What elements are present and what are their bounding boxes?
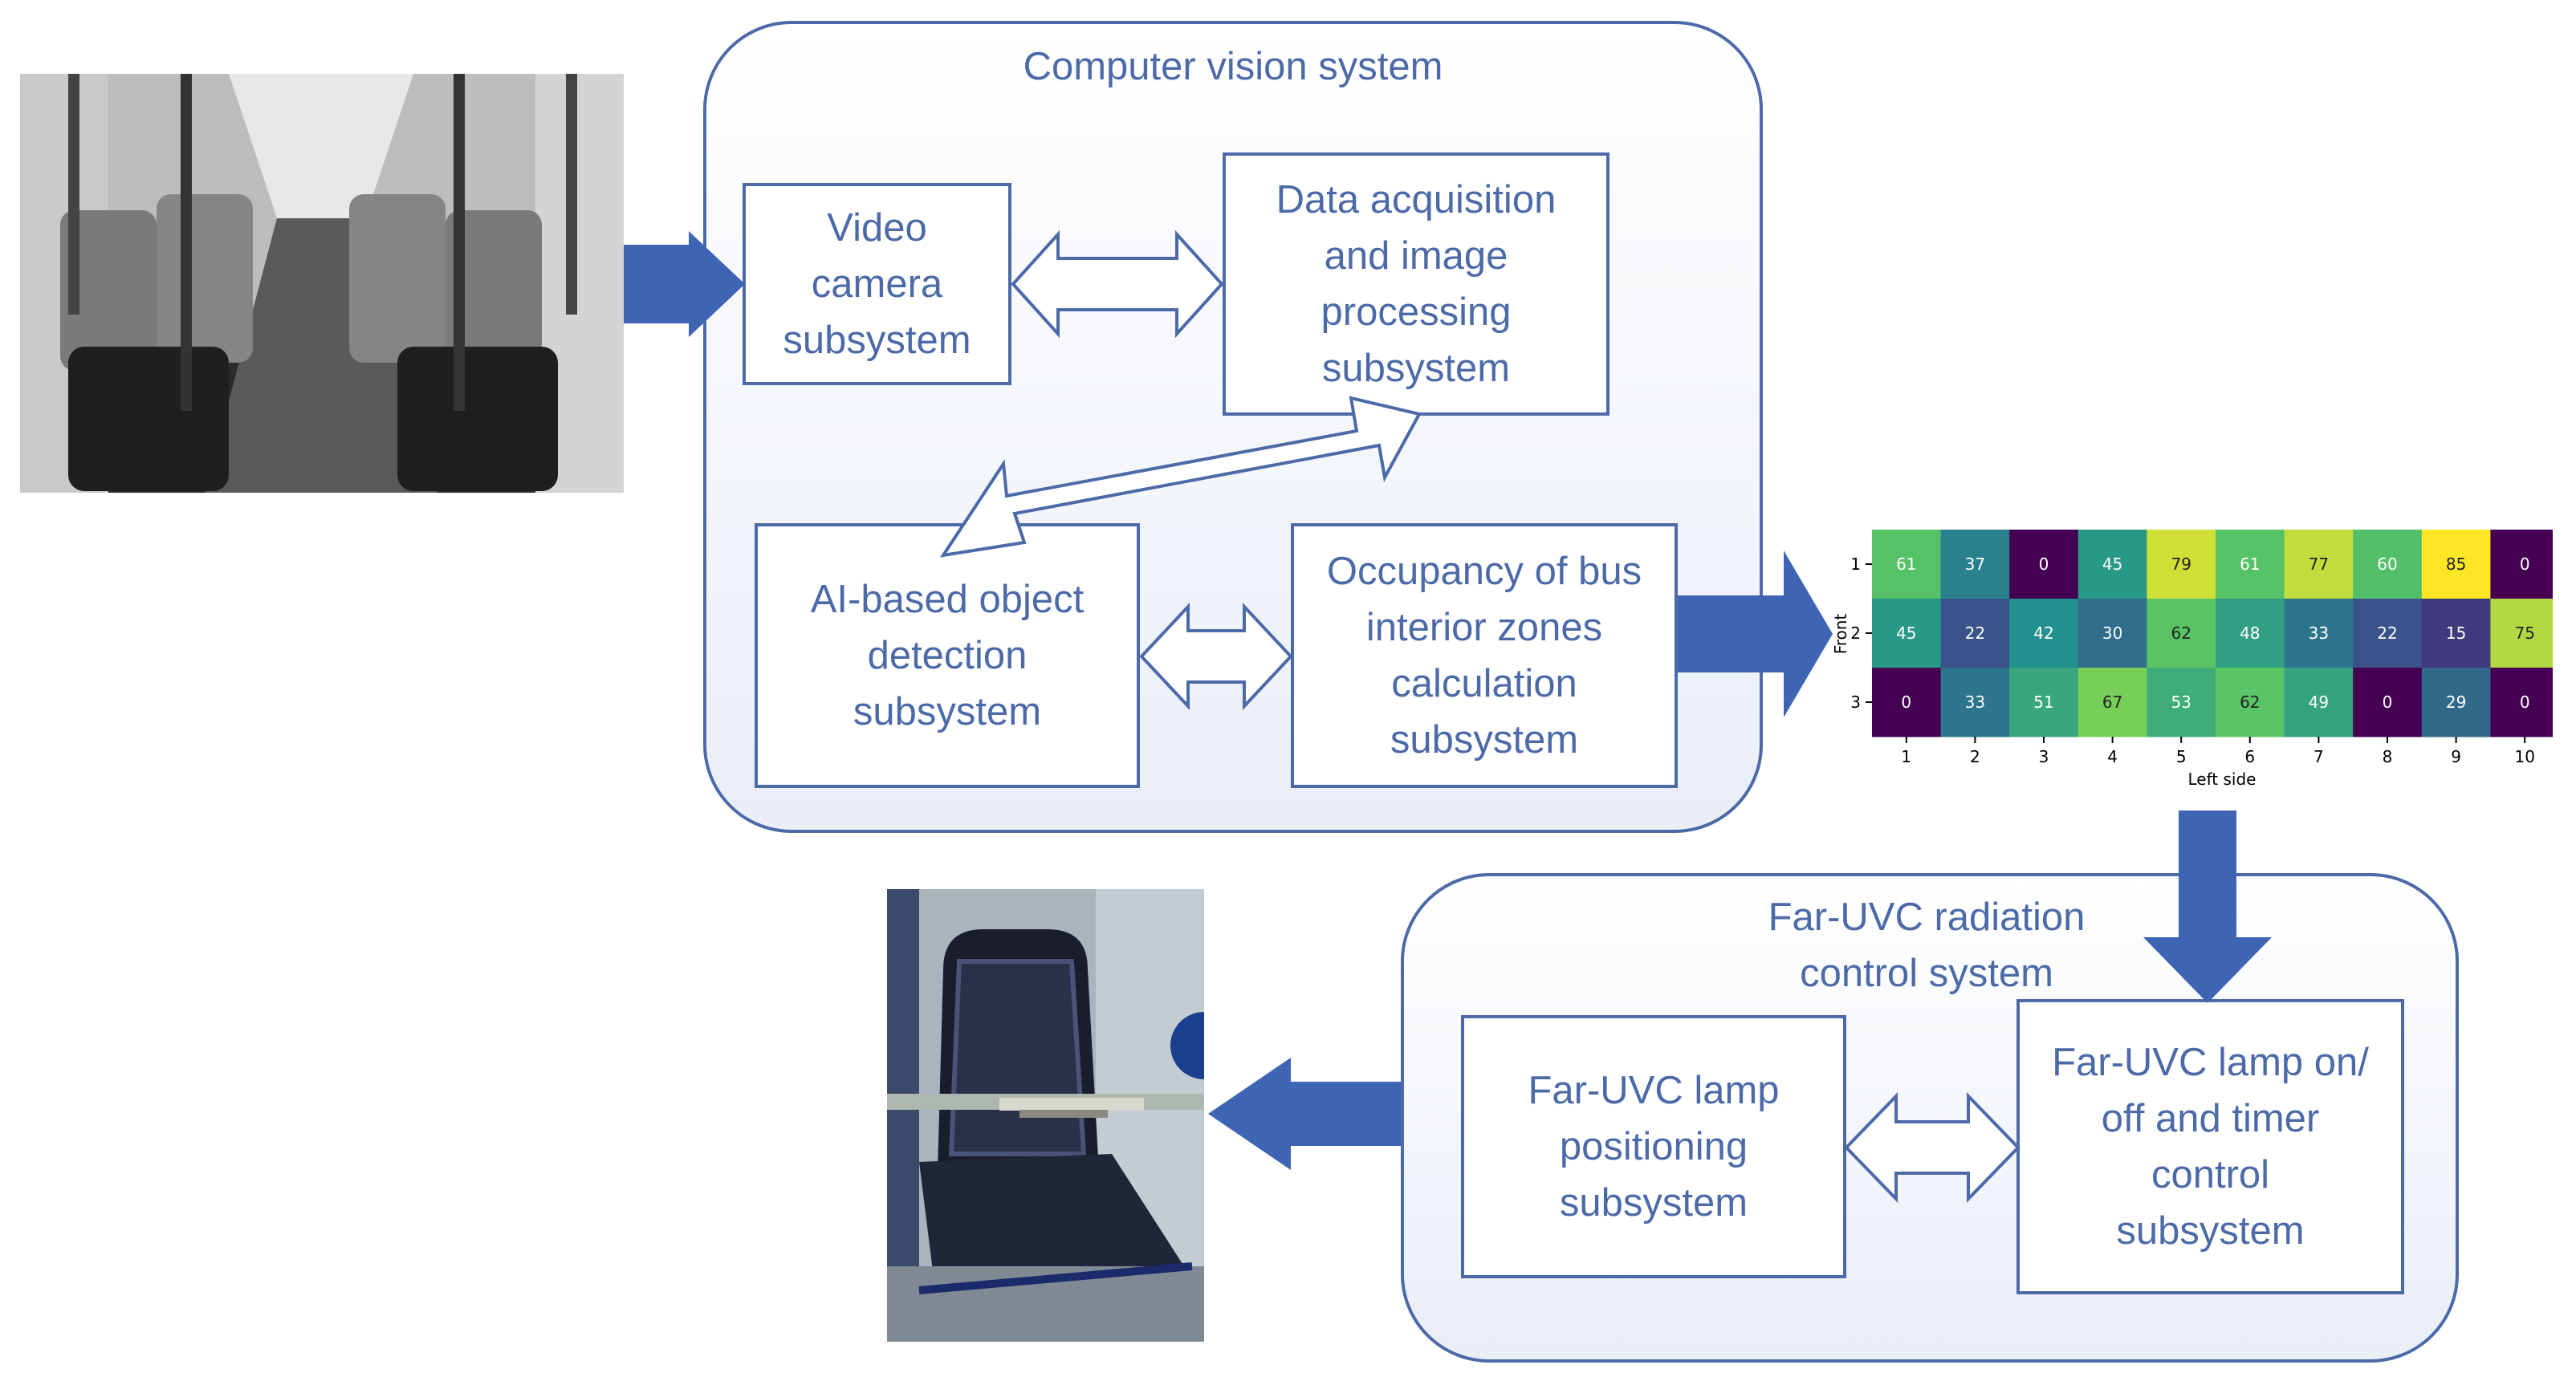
heatmap-x-tick-label: 5	[2176, 747, 2187, 766]
heatmap-cell	[2421, 530, 2491, 599]
heatmap-cell	[2216, 530, 2285, 599]
double-arrow-data-detection	[939, 396, 1422, 558]
heatmap-x-tick-label: 4	[2107, 747, 2118, 766]
heatmap-cell	[2490, 599, 2553, 668]
heatmap-cell-label: 33	[2309, 624, 2329, 643]
heatmap-x-tick-label: 2	[1970, 747, 1980, 766]
heatmap-cell-label: 62	[2240, 693, 2260, 712]
bus-interior-photo	[20, 74, 624, 493]
heatmap-cell-label: 0	[2520, 693, 2530, 712]
heatmap-y-tick-label: 3	[1850, 693, 1861, 712]
heatmap-ylabel: Front	[1831, 614, 1850, 655]
heatmap-cell	[1940, 668, 2010, 737]
occupancy-calculation-subsystem-box: Occupancy of bus interior zones calculat…	[1291, 523, 1678, 788]
heatmap-cell	[2490, 530, 2553, 599]
heatmap-cell-label: 37	[1965, 554, 1985, 574]
heatmap-cell-label: 75	[2514, 624, 2534, 643]
heatmap-cell	[2077, 599, 2147, 668]
heatmap-cell-label: 62	[2171, 624, 2191, 643]
heatmap-cell	[2353, 599, 2423, 668]
heatmap-y-tick-label: 1	[1850, 554, 1861, 574]
heatmap-x-tick-label: 3	[2039, 747, 2049, 766]
heatmap-cell-label: 29	[2446, 693, 2466, 712]
heatmap-cell-label: 45	[2102, 554, 2122, 574]
heatmap-xlabel: Left side	[2188, 770, 2257, 789]
arrow-uvc-to-seat	[1208, 1058, 1401, 1170]
far-uvc-timer-control-subsystem-box: Far-UVC lamp on/ off and timer control s…	[2016, 999, 2404, 1294]
heatmap-cell	[1872, 530, 1942, 599]
heatmap-cell-label: 61	[1896, 554, 1916, 574]
far-uvc-control-system-title: Far-UVC radiation control system	[1768, 896, 2086, 995]
heatmap-cell	[2490, 668, 2553, 737]
heatmap-cell-label: 0	[1901, 693, 1911, 712]
ai-object-detection-subsystem-box: AI-based object detection subsystem	[755, 523, 1140, 788]
heatmap-cell-label: 67	[2102, 693, 2122, 712]
heatmap-cell-label: 61	[2240, 554, 2260, 574]
heatmap-x-tick-label: 8	[2383, 747, 2393, 766]
heatmap-x-tick-label: 9	[2451, 747, 2461, 766]
heatmap-cell	[2009, 599, 2079, 668]
heatmap-cell-label: 33	[1965, 693, 1985, 712]
heatmap-x-tick-label: 1	[1901, 747, 1911, 766]
heatmap-cell	[2284, 599, 2354, 668]
heatmap-cell	[2353, 668, 2423, 737]
heatmap-cell-label: 51	[2033, 693, 2053, 712]
heatmap-cell-label: 77	[2309, 554, 2329, 574]
double-arrow-detection-occupancy	[1139, 602, 1293, 711]
heatmap-cell	[1872, 599, 1942, 668]
heatmap-cell	[2077, 668, 2147, 737]
heatmap-cell	[2216, 599, 2285, 668]
arrow-photo-to-camera	[624, 231, 745, 337]
heatmap-cell	[2009, 530, 2079, 599]
heatmap-cell	[2147, 668, 2216, 737]
double-arrow-camera-data	[1011, 230, 1224, 339]
heatmap-x-tick-label: 10	[2514, 747, 2534, 766]
heatmap-cell-label: 42	[2033, 624, 2053, 643]
heatmap-cell	[2421, 668, 2491, 737]
heatmap-cell-label: 0	[2520, 554, 2530, 574]
heatmap-cell-label: 15	[2446, 624, 2466, 643]
arrow-heatmap-to-timer	[2143, 810, 2272, 1003]
seat-lamp-photo	[887, 889, 1204, 1342]
heatmap-cell-label: 48	[2240, 624, 2260, 643]
heatmap-cell	[2421, 599, 2491, 668]
heatmap-cell-label: 53	[2171, 693, 2191, 712]
heatmap-cell	[2216, 668, 2285, 737]
heatmap-cell	[2147, 530, 2216, 599]
heatmap-cell	[2009, 668, 2079, 737]
heatmap-cell	[2147, 599, 2216, 668]
computer-vision-system-title: Computer vision system	[1023, 45, 1443, 88]
heatmap-cell-label: 49	[2309, 693, 2329, 712]
double-arrow-positioning-timer	[1844, 1092, 2021, 1203]
heatmap-x-tick-label: 6	[2244, 747, 2255, 766]
heatmap-cell	[2077, 530, 2147, 599]
heatmap-cell	[2284, 668, 2354, 737]
arrow-occupancy-to-heatmap	[1678, 550, 1833, 717]
heatmap-y-tick-label: 2	[1850, 624, 1861, 643]
heatmap-cell-label: 30	[2102, 624, 2122, 643]
heatmap-cell	[2284, 530, 2354, 599]
video-camera-subsystem-box: Video camera subsystem	[743, 183, 1011, 385]
heatmap-cell-label: 0	[2039, 554, 2049, 574]
data-acquisition-subsystem-box: Data acquisition and image processing su…	[1223, 152, 1609, 416]
heatmap-cell	[1940, 530, 2010, 599]
far-uvc-positioning-subsystem-box: Far-UVC lamp positioning subsystem	[1461, 1015, 1846, 1278]
heatmap-cell-label: 85	[2446, 554, 2466, 574]
heatmap-cell-label: 0	[2383, 693, 2393, 712]
heatmap-cell-label: 60	[2377, 554, 2397, 574]
heatmap-cell	[2353, 530, 2423, 599]
heatmap-cell	[1872, 668, 1942, 737]
heatmap-x-tick-label: 7	[2314, 747, 2324, 766]
heatmap-cell-label: 22	[1965, 624, 1985, 643]
heatmap-cell-label: 45	[1896, 624, 1916, 643]
heatmap-cell-label: 22	[2377, 624, 2397, 643]
heatmap-cell	[1940, 599, 2010, 668]
heatmap-cell-label: 79	[2171, 554, 2191, 574]
